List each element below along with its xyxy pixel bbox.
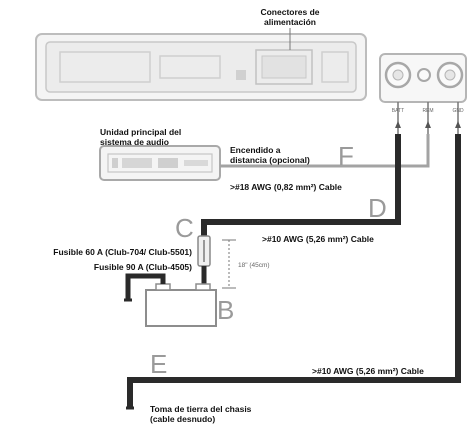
battery <box>145 283 217 327</box>
power-wire <box>201 134 401 238</box>
chassis-ground-label: Toma de tierra del chasis (cable desnudo… <box>150 404 251 424</box>
letter-e: E <box>150 349 168 379</box>
terminal-label-gnd: GND <box>452 108 464 114</box>
fuse-distance-label: 18" (45cm) <box>238 262 270 269</box>
power-connectors-line1: Conectores de <box>260 7 320 17</box>
terminal-label-batt: BATT <box>392 108 404 114</box>
head-unit-line2: sistema de audio <box>100 137 169 147</box>
terminal-label-rem: REM <box>422 108 433 114</box>
letter-f: F <box>338 141 354 171</box>
fuse-60a-label: Fusible 60 A (Club-704/ Club-5501) <box>53 247 192 257</box>
terminal-block <box>379 53 467 103</box>
amplifier <box>35 33 367 101</box>
cable-18awg-label: >#18 AWG (0,82 mm²) Cable <box>230 182 342 192</box>
fuse-holder <box>197 235 211 267</box>
chassis-ground-line2: (cable desnudo) <box>150 414 216 424</box>
head-unit-line1: Unidad principal del <box>100 127 182 137</box>
cable-10awg-ground-label: >#10 AWG (5,26 mm²) Cable <box>312 366 424 376</box>
letter-b: B <box>217 295 235 325</box>
chassis-ground-line1: Toma de tierra del chasis <box>150 404 252 414</box>
fuse-90a-label: Fusible 90 A (Club-4505) <box>93 262 192 272</box>
letter-c: C <box>175 213 194 243</box>
cable-10awg-power-label: >#10 AWG (5,26 mm²) Cable <box>262 234 374 244</box>
battery-negative-cable <box>125 273 166 300</box>
power-connectors-line2: alimentación <box>264 17 316 27</box>
remote-wire <box>220 134 430 168</box>
ground-wire <box>127 134 461 408</box>
remote-on-line1: Encendido a <box>230 145 281 155</box>
power-connectors-label: Conectores de alimentación <box>248 7 332 27</box>
head-unit <box>99 145 221 181</box>
distance-indicator <box>222 239 236 289</box>
remote-on-line2: distancia (opcional) <box>230 155 310 165</box>
remote-on-label: Encendido a distancia (opcional) <box>230 145 310 165</box>
letter-d: D <box>368 193 387 223</box>
head-unit-label: Unidad principal del sistema de audio <box>100 127 181 147</box>
